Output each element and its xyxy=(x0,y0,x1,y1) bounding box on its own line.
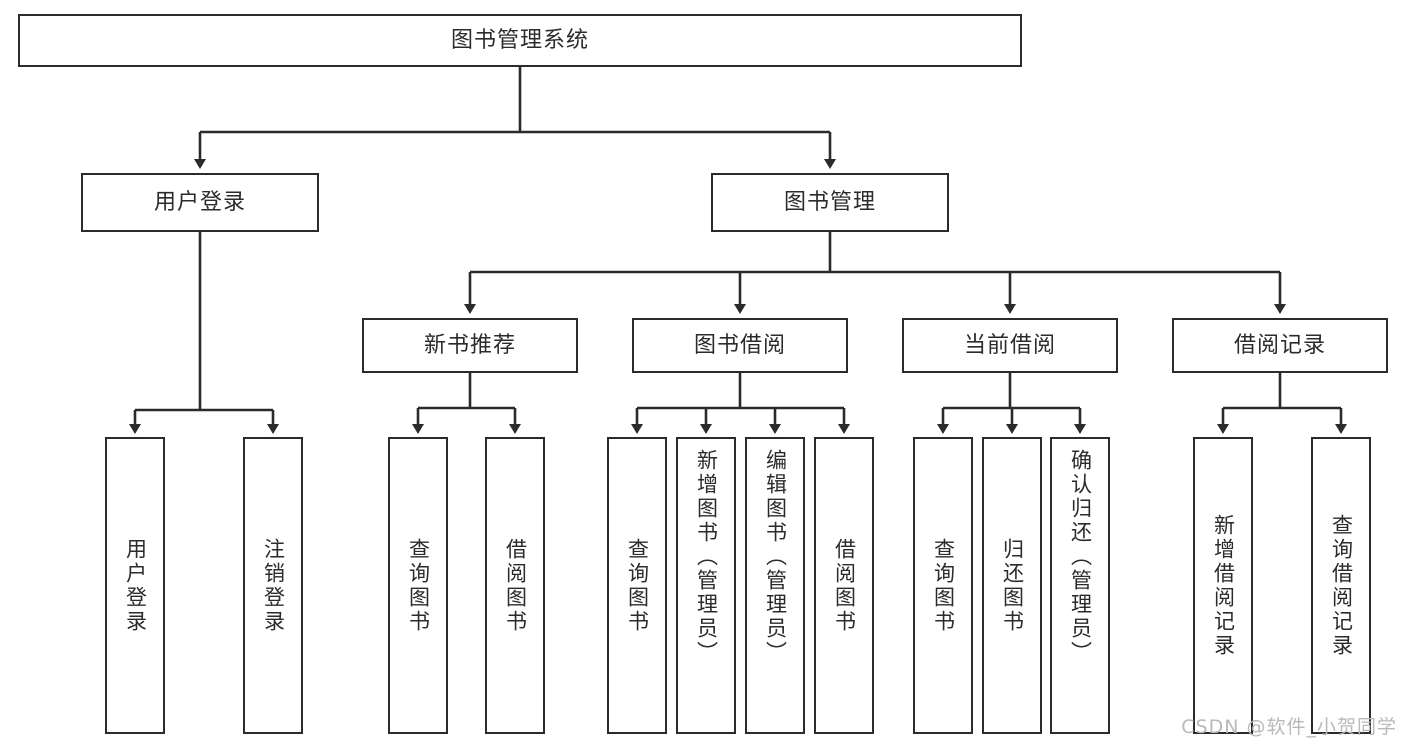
node-leaf-borrow-book-label: 借阅图书 xyxy=(832,537,857,634)
node-current-borrow[interactable]: 当前借阅 xyxy=(902,318,1118,373)
node-book-borrow[interactable]: 图书借阅 xyxy=(632,318,848,373)
node-leaf-return-book[interactable]: 归还图书 xyxy=(982,437,1042,734)
node-book-borrow-label: 图书借阅 xyxy=(693,332,786,358)
node-leaf-user-login[interactable]: 用户登录 xyxy=(105,437,165,734)
node-leaf-confirm-return-admin-label: 确认归还（管理员） xyxy=(1068,449,1093,665)
node-leaf-query-borrow-record-label: 查询借阅记录 xyxy=(1329,513,1354,658)
node-leaf-return-book-label: 归还图书 xyxy=(1000,537,1025,634)
csdn-watermark: CSDN @软件_小贺同学 xyxy=(1181,716,1397,738)
node-leaf-query-book-recommend-label: 查询图书 xyxy=(406,537,431,634)
node-leaf-borrow-book-recommend-label: 借阅图书 xyxy=(503,537,528,634)
node-leaf-query-book-current[interactable]: 查询图书 xyxy=(913,437,973,734)
node-root[interactable]: 图书管理系统 xyxy=(18,14,1022,67)
node-leaf-query-book-recommend[interactable]: 查询图书 xyxy=(388,437,448,734)
node-leaf-confirm-return-admin[interactable]: 确认归还（管理员） xyxy=(1050,437,1110,734)
node-leaf-query-book-borrow-label: 查询图书 xyxy=(625,537,650,634)
node-leaf-query-book-borrow[interactable]: 查询图书 xyxy=(607,437,667,734)
node-leaf-user-login-label: 用户登录 xyxy=(123,537,148,634)
node-leaf-query-borrow-record[interactable]: 查询借阅记录 xyxy=(1311,437,1371,734)
node-book-management[interactable]: 图书管理 xyxy=(711,173,949,232)
node-book-management-label: 图书管理 xyxy=(783,189,876,215)
node-borrow-record[interactable]: 借阅记录 xyxy=(1172,318,1388,373)
node-leaf-add-book-admin-label: 新增图书（管理员） xyxy=(694,449,719,665)
node-borrow-record-label: 借阅记录 xyxy=(1233,332,1326,358)
node-leaf-add-borrow-record[interactable]: 新增借阅记录 xyxy=(1193,437,1253,734)
node-user-login-label: 用户登录 xyxy=(153,189,246,215)
node-leaf-logout-login[interactable]: 注销登录 xyxy=(243,437,303,734)
node-leaf-logout-login-label: 注销登录 xyxy=(261,537,286,634)
node-leaf-add-book-admin[interactable]: 新增图书（管理员） xyxy=(676,437,736,734)
node-user-login[interactable]: 用户登录 xyxy=(81,173,319,232)
node-root-label: 图书管理系统 xyxy=(450,27,589,53)
node-leaf-borrow-book[interactable]: 借阅图书 xyxy=(814,437,874,734)
node-new-book-recommend[interactable]: 新书推荐 xyxy=(362,318,578,373)
node-leaf-edit-book-admin[interactable]: 编辑图书（管理员） xyxy=(745,437,805,734)
node-current-borrow-label: 当前借阅 xyxy=(963,332,1056,358)
node-new-book-recommend-label: 新书推荐 xyxy=(423,332,516,358)
node-leaf-borrow-book-recommend[interactable]: 借阅图书 xyxy=(485,437,545,734)
node-leaf-add-borrow-record-label: 新增借阅记录 xyxy=(1211,513,1236,658)
node-leaf-query-book-current-label: 查询图书 xyxy=(931,537,956,634)
node-leaf-edit-book-admin-label: 编辑图书（管理员） xyxy=(763,449,788,665)
connector-group xyxy=(129,67,1347,434)
